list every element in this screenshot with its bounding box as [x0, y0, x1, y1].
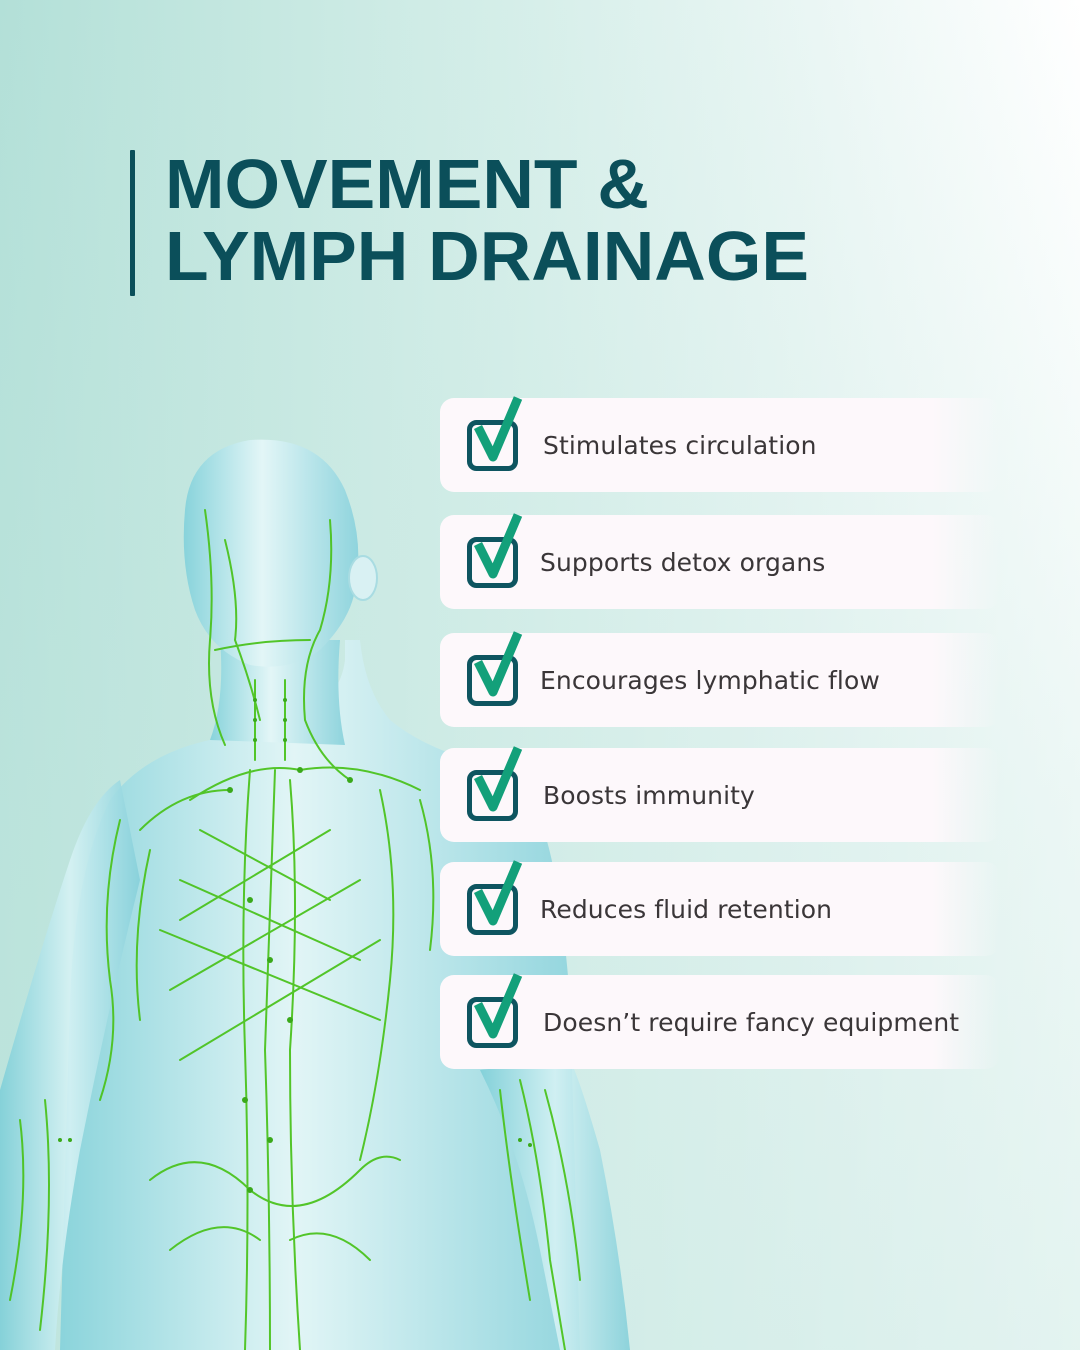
checkbox-checked-icon: [467, 396, 523, 471]
checkbox-checked-icon: [467, 860, 523, 935]
checklist-item-label: Boosts immunity: [543, 780, 755, 810]
checklist-item-label: Stimulates circulation: [543, 430, 817, 460]
checkbox-checked-icon: [467, 631, 523, 706]
checklist-item: Supports detox organs: [440, 513, 1000, 609]
checklist-item-label: Supports detox organs: [540, 547, 826, 577]
title-line-1: MOVEMENT &: [165, 145, 649, 223]
checklist-item: Stimulates circulation: [440, 396, 1000, 492]
checkbox-checked-icon: [467, 746, 523, 821]
checklist-item: Reduces fluid retention: [440, 860, 1000, 956]
page-title: MOVEMENT & LYMPH DRAINAGE: [165, 148, 809, 296]
checklist-item-label: Doesn’t require fancy equipment: [543, 1007, 960, 1037]
checklist-item: Encourages lymphatic flow: [440, 631, 1000, 727]
checklist-item-label: Reduces fluid retention: [540, 894, 833, 924]
checklist-item: Doesn’t require fancy equipment: [440, 973, 1000, 1069]
title-accent-bar: [130, 150, 135, 296]
title-line-2: LYMPH DRAINAGE: [165, 217, 810, 295]
checkbox-checked-icon: [467, 513, 523, 588]
checklist-item: Boosts immunity: [440, 746, 1000, 842]
checkbox-checked-icon: [467, 973, 523, 1048]
title-block: MOVEMENT & LYMPH DRAINAGE: [130, 148, 809, 296]
checklist-item-label: Encourages lymphatic flow: [540, 665, 880, 695]
